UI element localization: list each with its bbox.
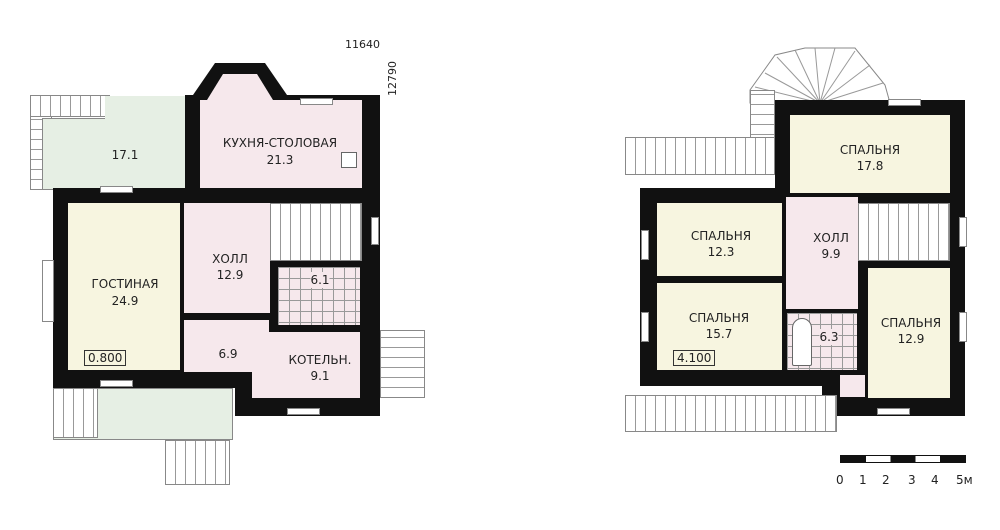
stove-icon	[341, 152, 357, 168]
width-dimension: 11640	[345, 38, 380, 51]
room-name: СПАЛЬНЯ	[690, 229, 752, 243]
window	[641, 312, 649, 342]
room-area: 17.8	[856, 159, 884, 173]
window	[959, 217, 967, 247]
front-terrace-stairs	[165, 440, 230, 485]
window	[287, 408, 320, 415]
window	[100, 186, 133, 193]
bedroom-12-9	[868, 268, 950, 398]
scale-tick: 2	[882, 473, 890, 487]
room-name: СПАЛЬНЯ	[880, 316, 942, 330]
window	[959, 312, 967, 342]
room-area: 9.9	[821, 247, 841, 261]
room-name: ХОЛЛ	[813, 231, 849, 245]
bedroom-17-8	[790, 115, 950, 193]
room-name: КОТЕЛЬН.	[288, 353, 352, 367]
scale-tick: 5м	[956, 473, 973, 487]
room-name: ХОЛЛ	[212, 252, 248, 266]
closet	[840, 375, 865, 397]
level-mark: 4.100	[673, 350, 716, 366]
boiler-room	[252, 332, 360, 398]
upper-hall-stairs[interactable]	[858, 203, 950, 261]
living-room	[68, 203, 180, 370]
scale-tick: 3	[908, 473, 916, 487]
bay-window	[42, 260, 54, 322]
side-entry-stairs	[380, 330, 425, 398]
room-name: СПАЛЬНЯ	[688, 311, 750, 325]
bottom-roof-stairs	[625, 395, 837, 432]
window	[877, 408, 910, 415]
left-roof-stairs	[625, 137, 775, 175]
window	[100, 380, 133, 387]
room-area: 6.3	[819, 329, 839, 345]
window	[641, 230, 649, 260]
kitchen-bay	[193, 63, 287, 105]
room-area: 21.3	[266, 153, 294, 167]
room-area: 17.1	[111, 148, 139, 162]
terrace-17-1	[42, 118, 187, 190]
front-terrace-stairs-left	[53, 388, 98, 438]
bathtub-icon	[792, 318, 812, 366]
window	[300, 98, 333, 105]
window	[371, 217, 379, 245]
room-name: СПАЛЬНЯ	[839, 143, 901, 157]
room-area: 24.9	[111, 294, 139, 308]
upper-hall	[786, 197, 858, 309]
room-area: 12.9	[897, 332, 925, 346]
kitchen-dining-room	[200, 100, 362, 192]
hall-stairs[interactable]	[270, 203, 362, 261]
hall	[184, 203, 270, 313]
room-area: 12.3	[707, 245, 735, 259]
room-area: 9.1	[310, 369, 330, 383]
level-mark: 0.800	[84, 350, 127, 366]
scale-tick: 0	[836, 473, 844, 487]
room-area: 6.1	[310, 272, 330, 288]
room-area: 12.9	[216, 268, 244, 282]
room-name: КУХНЯ-СТОЛОВАЯ	[222, 136, 338, 150]
scale-tick: 4	[931, 473, 939, 487]
terrace-upper	[105, 96, 187, 120]
scale-bar	[840, 455, 966, 463]
room-area: 15.7	[705, 327, 733, 341]
room-name: ГОСТИНАЯ	[91, 277, 159, 291]
roof-stairs	[749, 47, 891, 104]
window	[888, 99, 921, 106]
depth-dimension: 12790	[386, 61, 399, 96]
room-area: 6.9	[218, 347, 238, 361]
terrace-stairs-top	[30, 95, 110, 117]
scale-tick: 1	[859, 473, 867, 487]
bedroom-12-3	[657, 203, 782, 276]
